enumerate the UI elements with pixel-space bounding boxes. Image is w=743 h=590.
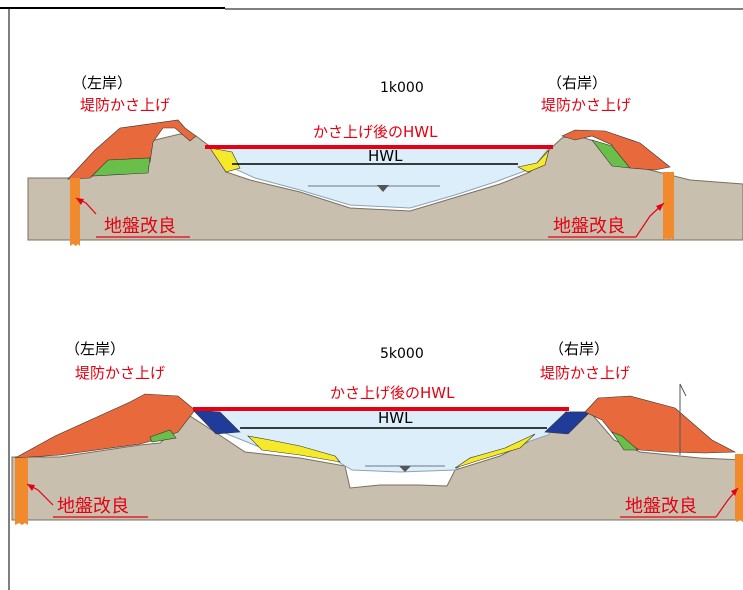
station-label: 5k000 (380, 346, 424, 362)
left-raise-label: 堤防かさ上げ (80, 96, 170, 114)
right-ground-improvement-label: 地盤改良 (553, 216, 625, 237)
raised-hwl-label: かさ上げ後のHWL (330, 384, 455, 402)
right-arrowhead (731, 488, 738, 496)
right-ground-improvement-pile (663, 172, 674, 240)
left-ground-improvement-pile (70, 178, 80, 246)
right-raise-label: 堤防かさ上げ (541, 96, 631, 114)
left-arrowhead (27, 484, 35, 491)
raised-hwl-label: かさ上げ後のHWL (313, 123, 438, 141)
left-embankment-raise (14, 393, 196, 459)
ground-profile (27, 133, 743, 241)
cross-section-1k000: 1k000 （左岸） 堤防かさ上げ （右岸） 堤防かさ上げ かさ上げ後のHWL … (27, 74, 743, 246)
right-ground-improvement-pile (735, 454, 743, 522)
right-revetment (454, 433, 536, 469)
right-structure-diag (679, 383, 687, 397)
right-raise-label: 堤防かさ上げ (540, 364, 630, 382)
left-ground-improvement-label: 地盤改良 (57, 496, 129, 517)
station-label: 1k000 (380, 80, 424, 96)
water-level-symbol (377, 185, 389, 192)
hwl-label: HWL (368, 147, 403, 165)
left-raise-label: 堤防かさ上げ (75, 364, 165, 382)
right-embankment-raise (561, 129, 671, 171)
cross-section-5k000: 5k000 （左岸） 堤防かさ上げ （右岸） 堤防かさ上げ かさ上げ後のHWL … (11, 340, 743, 525)
left-revetment (209, 147, 241, 173)
left-blue-revetment (192, 409, 241, 435)
right-ground-improvement-label: 地盤改良 (625, 496, 697, 517)
right-embankment-green (611, 431, 639, 451)
right-arrowhead (656, 203, 664, 211)
right-embankment-green (591, 139, 631, 169)
right-bank-label: （右岸） (549, 340, 609, 358)
right-revetment (517, 149, 550, 173)
left-embankment-green (149, 429, 177, 443)
left-bank-label: （左岸） (72, 74, 132, 92)
hwl-label: HWL (378, 409, 413, 427)
left-bank-label: （左岸） (65, 340, 125, 358)
water-level-symbol (399, 466, 411, 472)
left-ground-improvement-pile (15, 458, 28, 525)
right-bank-label: （右岸） (547, 74, 607, 92)
left-arrowhead (76, 198, 84, 205)
left-ground-improvement-label: 地盤改良 (104, 216, 176, 237)
left-revetment (247, 435, 341, 463)
left-embankment-green (91, 157, 151, 177)
